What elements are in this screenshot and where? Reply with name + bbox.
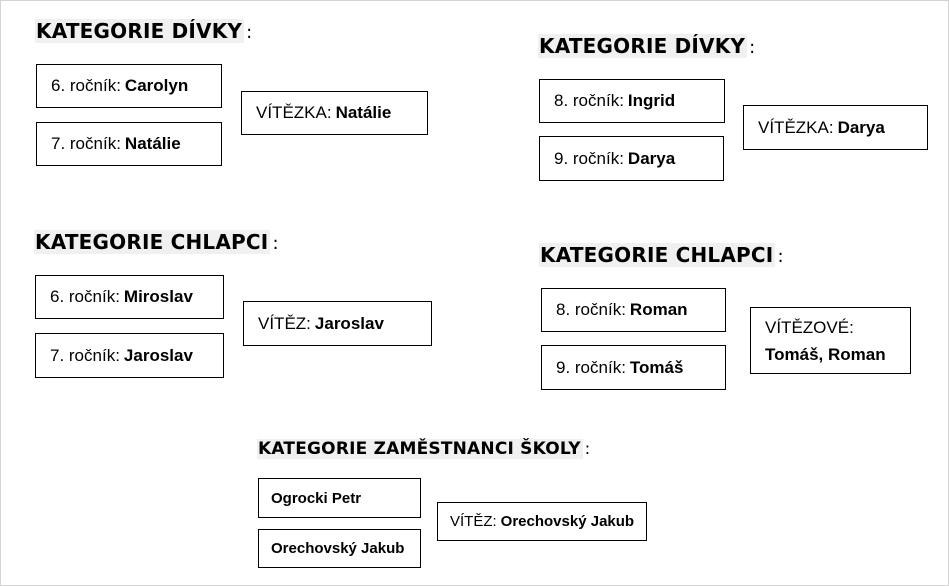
heading-text: KATEGORIE CHLAPCI [539, 243, 776, 267]
grade-box-9-girls: 9. ročník:Darya [539, 136, 724, 181]
winner-name: Darya [837, 117, 885, 137]
winner-name: Tomáš, Roman [765, 344, 886, 364]
staff-entry-box: Orechovský Jakub [258, 529, 421, 568]
grade-winner-name: Carolyn [124, 76, 189, 95]
heading-colon: : [749, 37, 756, 58]
grade-label: 6. ročník: [51, 76, 121, 95]
heading-text: KATEGORIE ZAMĚSTNANCI ŠKOLY [257, 439, 583, 459]
grade-label: 6. ročník: [50, 287, 120, 306]
winner-box-girls-left: VÍTĚZKA:Natálie [241, 91, 428, 135]
heading-colon: : [777, 246, 784, 267]
staff-name: Ogrocki Petr [271, 489, 362, 507]
winner-label: VÍTĚZOVÉ: [765, 317, 854, 337]
winner-box-boys-right: VÍTĚZOVÉ: Tomáš, Roman [750, 307, 911, 374]
grade-winner-name: Darya [627, 148, 676, 168]
grade-label: 9. ročník: [554, 148, 624, 168]
grade-box-8-girls: 8. ročník:Ingrid [539, 79, 725, 123]
heading-colon: : [246, 22, 253, 43]
heading-text: KATEGORIE DÍVKY [538, 34, 748, 58]
grade-label: 7. ročník: [50, 345, 120, 365]
grade-label: 9. ročník: [556, 357, 626, 377]
heading-boys-left: KATEGORIE CHLAPCI: [34, 230, 279, 254]
heading-staff: KATEGORIE ZAMĚSTNANCI ŠKOLY: [257, 439, 590, 459]
grade-box-6-girls: 6. ročník:Carolyn [36, 64, 222, 108]
winner-name: Natálie [335, 103, 392, 122]
grade-winner-name: Jaroslav [123, 345, 193, 365]
winner-box-staff: VÍTĚZ:Orechovský Jakub [437, 502, 647, 541]
grade-winner-name: Miroslav [123, 287, 193, 306]
winner-label: VÍTĚZKA: [256, 103, 332, 122]
grade-winner-name: Natálie [124, 134, 181, 153]
grade-label: 7. ročník: [51, 134, 121, 153]
grade-winner-name: Ingrid [627, 91, 676, 110]
heading-colon: : [272, 233, 279, 254]
heading-girls-left: KATEGORIE DÍVKY: [35, 19, 252, 43]
winner-box-boys-left: VÍTĚZ:Jaroslav [243, 301, 432, 346]
heading-text: KATEGORIE DÍVKY [35, 19, 245, 43]
winner-name: Jaroslav [314, 313, 384, 333]
winner-label: VÍTĚZ: [450, 513, 497, 530]
winner-box-girls-right: VÍTĚZKA:Darya [743, 105, 928, 150]
grade-box-6-boys: 6. ročník:Miroslav [35, 275, 224, 319]
staff-entry-box: Ogrocki Petr [258, 478, 421, 518]
heading-colon: : [584, 439, 591, 458]
heading-boys-right: KATEGORIE CHLAPCI: [539, 243, 784, 267]
winner-name: Orechovský Jakub [500, 513, 635, 530]
heading-text: KATEGORIE CHLAPCI [34, 230, 271, 254]
grade-box-7-girls: 7. ročník:Natálie [36, 122, 222, 166]
winner-label: VÍTĚZ: [258, 313, 311, 333]
grade-winner-name: Tomáš [629, 357, 684, 377]
staff-name: Orechovský Jakub [271, 540, 405, 557]
grade-box-9-boys: 9. ročník:Tomáš [541, 345, 726, 390]
grade-box-7-boys: 7. ročník:Jaroslav [35, 333, 224, 378]
grade-label: 8. ročník: [554, 91, 624, 110]
grade-label: 8. ročník: [556, 300, 626, 319]
grade-winner-name: Roman [629, 300, 688, 319]
grade-box-8-boys: 8. ročník:Roman [541, 288, 726, 332]
heading-girls-right: KATEGORIE DÍVKY: [538, 34, 755, 58]
winner-label: VÍTĚZKA: [758, 117, 834, 137]
